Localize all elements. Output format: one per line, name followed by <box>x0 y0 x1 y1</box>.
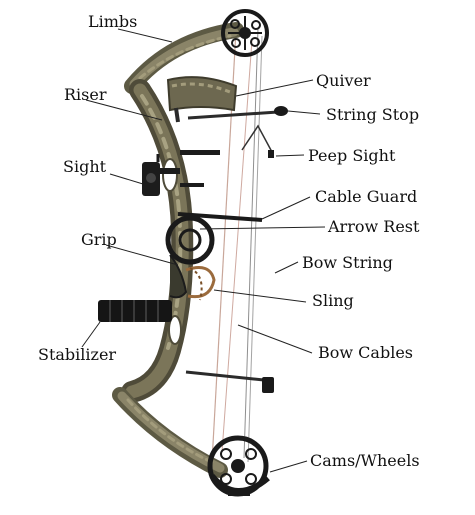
leader-riser <box>85 99 163 121</box>
leader-peep-sight <box>275 154 305 157</box>
leader-string-stop <box>287 110 321 115</box>
leader-bow-string <box>274 261 299 274</box>
leader-lines <box>81 28 326 473</box>
stabilizer <box>98 300 172 322</box>
leader-sight <box>109 173 144 185</box>
label-quiver: Quiver <box>316 71 371 90</box>
label-arrow-rest: Arrow Rest <box>327 217 420 236</box>
quiver <box>166 76 238 123</box>
label-limbs: Limbs <box>88 12 137 31</box>
label-bow-string: Bow String <box>302 253 393 272</box>
sling <box>185 266 216 301</box>
leader-stabilizer <box>81 321 101 348</box>
leader-cable-guard <box>261 196 311 220</box>
leader-arrow-rest <box>199 226 326 230</box>
compound-bow-illustration <box>98 9 288 497</box>
label-cams-wheels: Cams/Wheels <box>310 451 420 470</box>
cable-guard <box>177 212 263 222</box>
sight <box>142 150 220 196</box>
arrow-rest <box>165 215 215 265</box>
label-grip: Grip <box>81 230 117 249</box>
string-stop <box>187 106 288 120</box>
peep-sight <box>241 124 274 158</box>
label-sling: Sling <box>312 291 354 310</box>
label-cable-guard: Cable Guard <box>315 187 417 206</box>
lower-string-stop <box>185 370 274 393</box>
leader-sling <box>213 289 307 303</box>
label-stabilizer: Stabilizer <box>38 345 116 364</box>
label-sight: Sight <box>63 157 107 176</box>
leader-grip <box>105 244 179 266</box>
top-cam-wheel <box>221 9 269 57</box>
lower-limb <box>112 387 228 478</box>
leader-bow-cables <box>237 324 313 354</box>
label-peep-sight: Peep Sight <box>308 146 396 165</box>
label-string-stop: String Stop <box>326 105 419 124</box>
bottom-cam-wheel <box>207 435 270 497</box>
leader-cams-wheels <box>269 460 308 473</box>
leader-limbs <box>117 28 173 43</box>
label-riser: Riser <box>64 85 107 104</box>
riser <box>121 79 194 403</box>
label-bow-cables: Bow Cables <box>318 343 413 362</box>
bow-cables <box>243 27 263 463</box>
leader-quiver <box>235 79 314 97</box>
labels: Limbs Riser Sight Grip Stabilizer Quiver… <box>38 12 420 470</box>
